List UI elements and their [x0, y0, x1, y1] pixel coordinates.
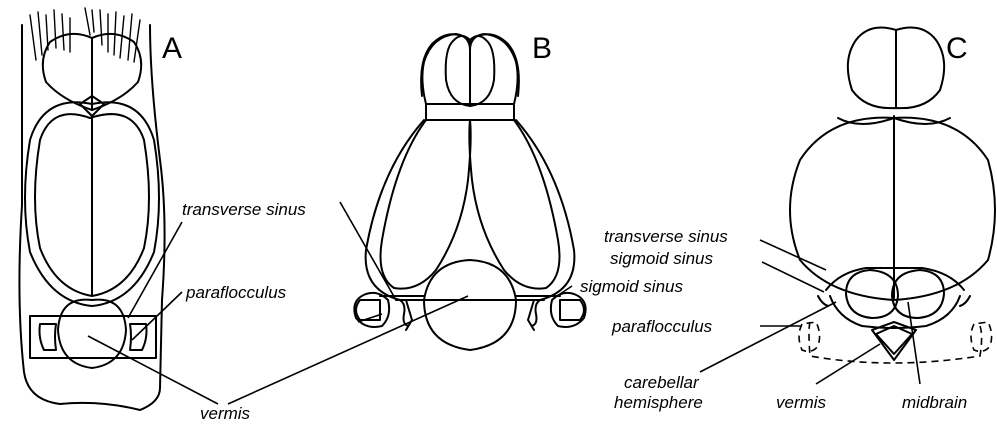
- panel-c-letter: C: [946, 32, 968, 65]
- label-b-sigmoid-sinus: sigmoid sinus: [580, 277, 683, 296]
- label-c-carebellar: carebellar: [624, 373, 700, 392]
- label-c-paraflocculus: paraflocculus: [611, 317, 713, 336]
- panel-a-letter: A: [162, 32, 182, 65]
- label-c-sigmoid-sinus: sigmoid sinus: [610, 249, 713, 268]
- label-a-paraflocculus: paraflocculus: [185, 283, 287, 302]
- label-c-vermis: vermis: [776, 393, 827, 412]
- label-a-transverse-sinus: transverse sinus: [182, 200, 306, 219]
- label-c-transverse-sinus: transverse sinus: [604, 227, 728, 246]
- panel-b-drawing: [354, 34, 585, 350]
- leader-lines: [88, 202, 920, 404]
- label-c-midbrain: midbrain: [902, 393, 967, 412]
- panel-c-drawing: [790, 28, 995, 363]
- label-c-hemisphere: hemisphere: [614, 393, 703, 412]
- label-a-vermis: vermis: [200, 404, 251, 423]
- panel-a-drawing: [19, 8, 164, 410]
- panel-b-letter: B: [532, 32, 552, 65]
